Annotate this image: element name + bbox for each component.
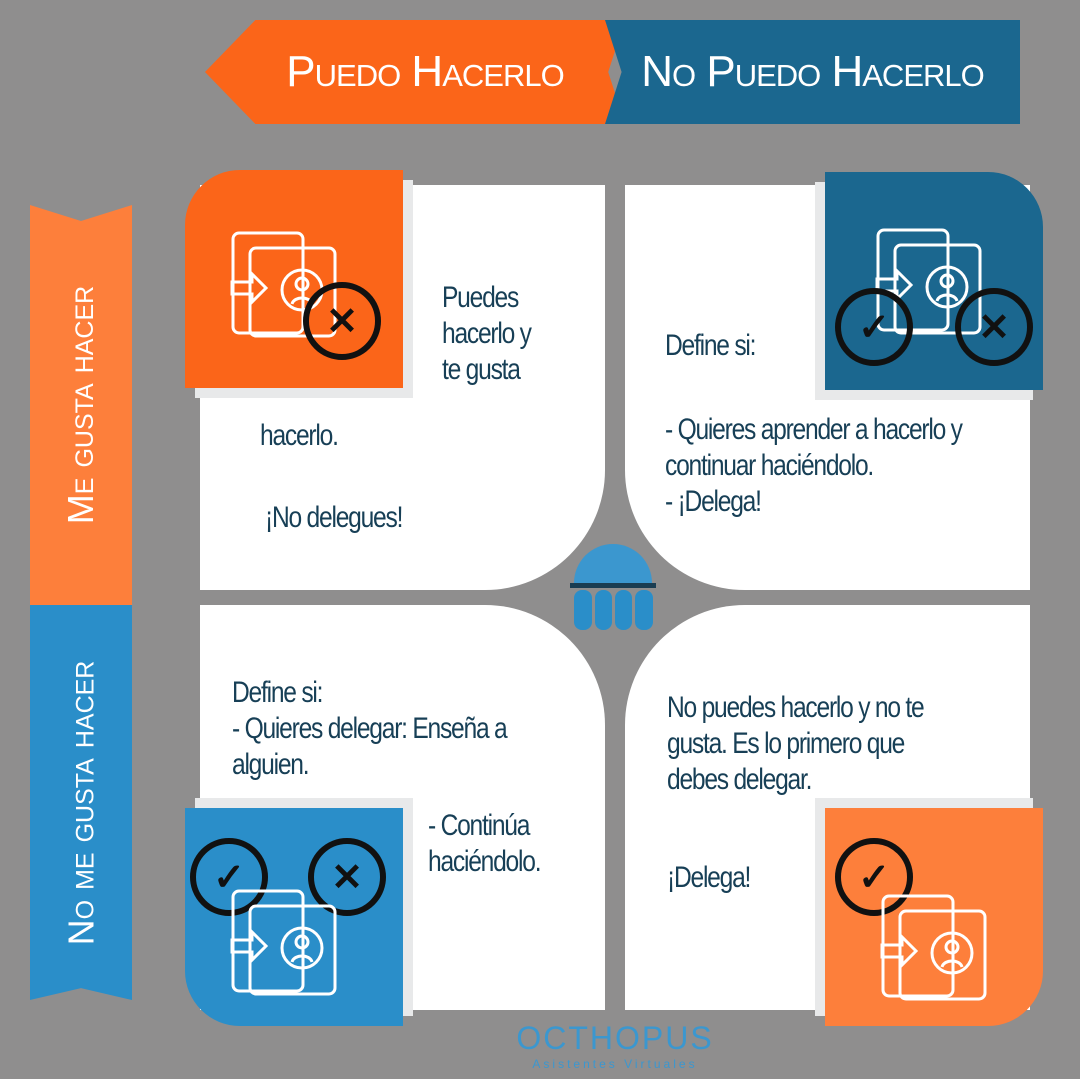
document-user-icon [880, 894, 987, 1001]
q4-text-b: ¡Delega! [667, 861, 751, 894]
q1-text-a: Puedes hacerlo y te gusta [442, 281, 532, 386]
q3-text-a: Define si: - Quieres delegar: Enseña a a… [232, 676, 508, 781]
q1-text-c: ¡No delegues! [265, 501, 403, 534]
header-cannot-do: No Puedo Hacerlo [605, 20, 1020, 124]
octopus-logo-icon [570, 544, 656, 630]
q4-text-a: No puedes hacerlo y no te gusta. Es lo p… [667, 691, 925, 796]
header-can-do: Puedo Hacerlo [205, 20, 625, 124]
check-circle-icon: ✓ [835, 288, 913, 366]
like-label: Me gusta hacer [60, 285, 102, 525]
x-circle-icon: ✕ [308, 838, 386, 916]
side-label-dislike: No me gusta hacer [30, 605, 132, 1000]
side-label-like: Me gusta hacer [30, 205, 132, 605]
brand-logo: OCTHOPUS Asistentes Virtuales [515, 1020, 715, 1071]
tile-can-like: ✕ [185, 170, 403, 388]
q3-text-b: - Continúa haciéndolo. [428, 809, 542, 878]
q2-text-a: Define si: [665, 329, 756, 362]
document-user-icon [230, 889, 337, 996]
tile-cannot-like: ✓ ✕ [825, 172, 1043, 390]
x-circle-icon: ✕ [303, 282, 381, 360]
tile-cannot-dislike: ✓ [825, 808, 1043, 1026]
check-circle-icon: ✓ [835, 838, 913, 916]
brand-name: OCTHOPUS [516, 1020, 714, 1056]
dislike-label: No me gusta hacer [60, 660, 102, 945]
q2-text-b: - Quieres aprender a hacerlo y continuar… [665, 413, 963, 518]
q1-text-b: hacerlo. [260, 419, 339, 452]
brand-tagline: Asistentes Virtuales [532, 1057, 698, 1071]
x-circle-icon: ✕ [955, 288, 1033, 366]
tile-can-dislike: ✓ ✕ [185, 808, 403, 1026]
